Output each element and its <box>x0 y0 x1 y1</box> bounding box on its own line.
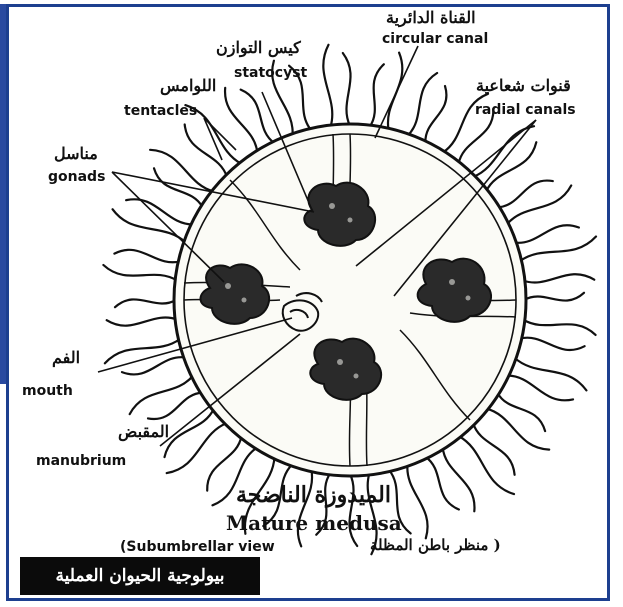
caption-title-en: Mature medusa <box>226 513 402 533</box>
mouth-label-en: mouth <box>22 384 73 398</box>
tentacle <box>388 53 402 131</box>
circular-canal-label-ar: القناة الدائرية <box>386 10 476 26</box>
tentacle <box>407 464 427 538</box>
tentacle <box>343 53 351 126</box>
tentacle <box>126 199 193 224</box>
course-banner: بيولوجية الحيوان العملية <box>20 557 260 595</box>
caption-subtitle-en: (Subumbrellar view <box>120 540 275 554</box>
tentacle <box>114 250 180 262</box>
tentacle <box>323 45 332 127</box>
statocyst-label-ar: كيس التوازن <box>216 40 301 56</box>
mouth-label-ar: الفم <box>52 350 80 366</box>
manubrium-label-en: manubrium <box>36 454 126 468</box>
tentacle <box>107 317 177 325</box>
course-banner-text: بيولوجية الحيوان العملية <box>56 566 225 586</box>
radial-canals-label-ar: قنوات شعاعية <box>476 78 571 94</box>
tentacle <box>497 393 545 432</box>
tentacle <box>507 375 573 400</box>
manubrium-label-ar: المقبض <box>118 424 169 440</box>
tentacle <box>148 393 203 419</box>
tentacle <box>165 409 215 458</box>
tentacle <box>122 357 186 374</box>
tentacle <box>514 225 579 243</box>
tentacle <box>103 265 177 281</box>
circular-canal-label-en: circular canal <box>382 32 488 46</box>
caption-title-ar: الميدوزة الناضجة <box>236 484 391 506</box>
tentacles-label-en: tentacles <box>124 104 197 118</box>
statocyst-label-en: statocyst <box>234 66 307 80</box>
tentacle <box>524 293 584 301</box>
tentacle <box>113 209 186 242</box>
tentacle <box>486 409 549 450</box>
tentacle <box>130 376 194 415</box>
tentacle <box>473 423 515 475</box>
tentacles-label-ar: اللوامس <box>160 78 216 94</box>
tentacle <box>497 181 553 208</box>
tentacle <box>408 73 438 136</box>
gonads-label-en: gonads <box>48 170 105 184</box>
tentacle <box>115 299 176 307</box>
gonads-label-ar: مناسل <box>54 146 98 162</box>
tentacle <box>520 338 585 350</box>
tentacle <box>425 86 446 143</box>
tentacle <box>370 64 384 127</box>
tentacle <box>523 274 594 282</box>
tentacle <box>523 320 596 335</box>
tentacle <box>514 358 586 391</box>
tentacle <box>185 125 227 178</box>
caption-subtitle-ar: ( منظر باطن المظلة <box>370 538 501 553</box>
tentacle <box>507 186 571 225</box>
radial-canals-label-en: radial canals <box>475 103 576 117</box>
tentacle <box>426 457 459 510</box>
tentacle <box>241 90 275 144</box>
